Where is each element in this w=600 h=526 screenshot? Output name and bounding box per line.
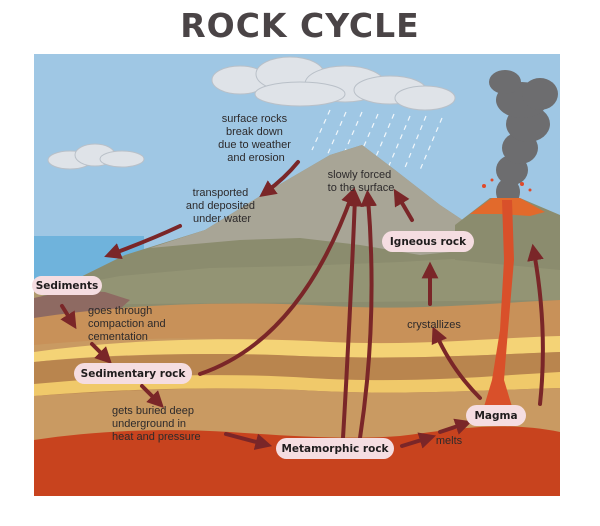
label-metamorphic-rock: Metamorphic rock xyxy=(276,438,394,459)
arrow-melts xyxy=(400,432,437,449)
svg-text:Magma: Magma xyxy=(474,410,517,422)
note-crystallizes: crystallizes xyxy=(407,319,461,331)
note-compaction: goes through compaction and cementation xyxy=(88,305,169,343)
cycle-arrows xyxy=(60,160,545,450)
arrow-compaction xyxy=(90,342,112,364)
note-melts: melts xyxy=(436,435,463,447)
stratum-tan-3 xyxy=(34,388,560,440)
arrow-magma-crystallize xyxy=(431,326,482,400)
svg-text:Sedimentary rock: Sedimentary rock xyxy=(81,368,187,380)
arrow-buried xyxy=(140,384,164,408)
cloud-big xyxy=(211,56,456,111)
arrow-heat-pressure xyxy=(224,432,273,450)
label-magma: Magma xyxy=(466,405,526,426)
arrow-metamorphic-up-right xyxy=(358,189,378,440)
svg-text:Igneous rock: Igneous rock xyxy=(390,236,467,248)
lava-sparks xyxy=(482,178,532,192)
note-surface-rocks: surface rocks break down due to weather … xyxy=(218,113,294,164)
label-sediments: Sediments xyxy=(32,276,102,295)
label-igneous-rock: Igneous rock xyxy=(382,231,474,252)
arrow-sediments-down xyxy=(60,304,77,330)
arrow-igneous-up xyxy=(393,188,414,222)
arrow-sedimentary-to-surface xyxy=(198,187,358,376)
stratum-tan-1 xyxy=(34,300,560,346)
stratum-yellow-1 xyxy=(34,336,560,362)
note-slowly-forced: slowly forced to the surface xyxy=(328,169,395,194)
svg-text:Sediments: Sediments xyxy=(36,280,99,292)
note-buried: gets buried deep underground in heat and… xyxy=(112,405,201,443)
diagram-title: ROCK CYCLE xyxy=(180,6,420,45)
note-transported: transported and deposited under water xyxy=(186,187,258,225)
mountain-upper xyxy=(150,145,500,255)
volcano-smoke xyxy=(489,70,558,206)
arrow-to-magma xyxy=(438,418,472,435)
arrow-metamorphic-up-left xyxy=(341,189,364,440)
label-sedimentary-rock: Sedimentary rock xyxy=(74,363,192,384)
svg-text:Metamorphic rock: Metamorphic rock xyxy=(281,443,389,455)
arrow-surface-breakdown xyxy=(259,160,300,197)
arrow-volcano-eruption xyxy=(527,243,545,406)
cloud-left xyxy=(47,143,145,170)
arrow-transport xyxy=(104,224,182,259)
magma-conduit xyxy=(480,200,516,420)
